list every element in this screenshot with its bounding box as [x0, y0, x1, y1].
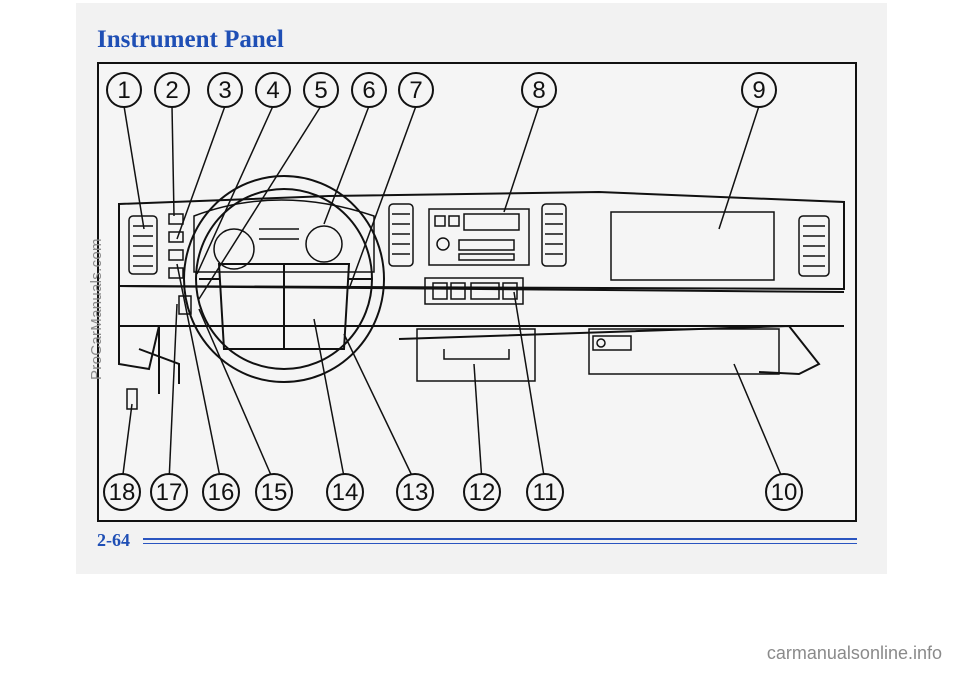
callout-14: 14 — [326, 473, 364, 511]
svg-text:7: 7 — [409, 77, 422, 104]
leader-lines — [121, 105, 785, 483]
climate-control — [424, 277, 524, 305]
svg-text:15: 15 — [261, 479, 288, 506]
passenger-panel — [610, 211, 830, 281]
callout-2: 2 — [154, 72, 190, 108]
svg-text:17: 17 — [156, 479, 183, 506]
callout-3: 3 — [207, 72, 243, 108]
callout-8: 8 — [521, 72, 557, 108]
svg-text:5: 5 — [314, 77, 327, 104]
left-vent — [128, 215, 158, 275]
page-number: 2-64 — [97, 530, 130, 550]
svg-text:3: 3 — [218, 77, 231, 104]
lower-compartments — [416, 328, 780, 382]
callout-17: 17 — [150, 473, 188, 511]
instrument-cluster — [193, 199, 375, 273]
svg-text:2: 2 — [165, 77, 178, 104]
center-vents — [388, 203, 567, 267]
svg-text:9: 9 — [752, 77, 765, 104]
callout-15: 15 — [255, 473, 293, 511]
page-title: Instrument Panel — [97, 26, 284, 53]
callout-16: 16 — [202, 473, 240, 511]
instrument-panel-figure: 1 2 3 4 5 6 7 8 — [97, 62, 857, 522]
svg-text:6: 6 — [362, 77, 375, 104]
svg-text:11: 11 — [533, 479, 558, 506]
callout-5: 5 — [303, 72, 339, 108]
svg-text:18: 18 — [109, 479, 136, 506]
callout-12: 12 — [463, 473, 501, 511]
svg-text:16: 16 — [208, 479, 235, 506]
page-rule — [143, 538, 857, 544]
svg-text:14: 14 — [332, 479, 359, 506]
svg-text:12: 12 — [469, 479, 496, 506]
callout-10: 10 — [765, 473, 803, 511]
callout-7: 7 — [398, 72, 434, 108]
dashboard-outline — [118, 190, 845, 394]
callout-9: 9 — [741, 72, 777, 108]
svg-text:10: 10 — [771, 479, 798, 506]
steering-wheel — [183, 175, 385, 383]
svg-text:13: 13 — [402, 479, 429, 506]
callout-1: 1 — [106, 72, 142, 108]
callout-11: 11 — [526, 473, 564, 511]
bottom-watermark: carmanualsonline.info — [766, 643, 942, 663]
callout-6: 6 — [351, 72, 387, 108]
svg-text:8: 8 — [532, 77, 545, 104]
left-switch-stack — [168, 213, 184, 279]
instrument-panel-diagram: 1 2 3 4 5 6 7 8 — [103, 72, 845, 511]
callout-13: 13 — [396, 473, 434, 511]
side-watermark: ProCarManuals.com — [88, 238, 105, 380]
svg-text:1: 1 — [117, 77, 130, 104]
callout-4: 4 — [255, 72, 291, 108]
callout-18: 18 — [103, 473, 141, 511]
svg-text:4: 4 — [266, 77, 279, 104]
radio-unit — [428, 208, 530, 266]
